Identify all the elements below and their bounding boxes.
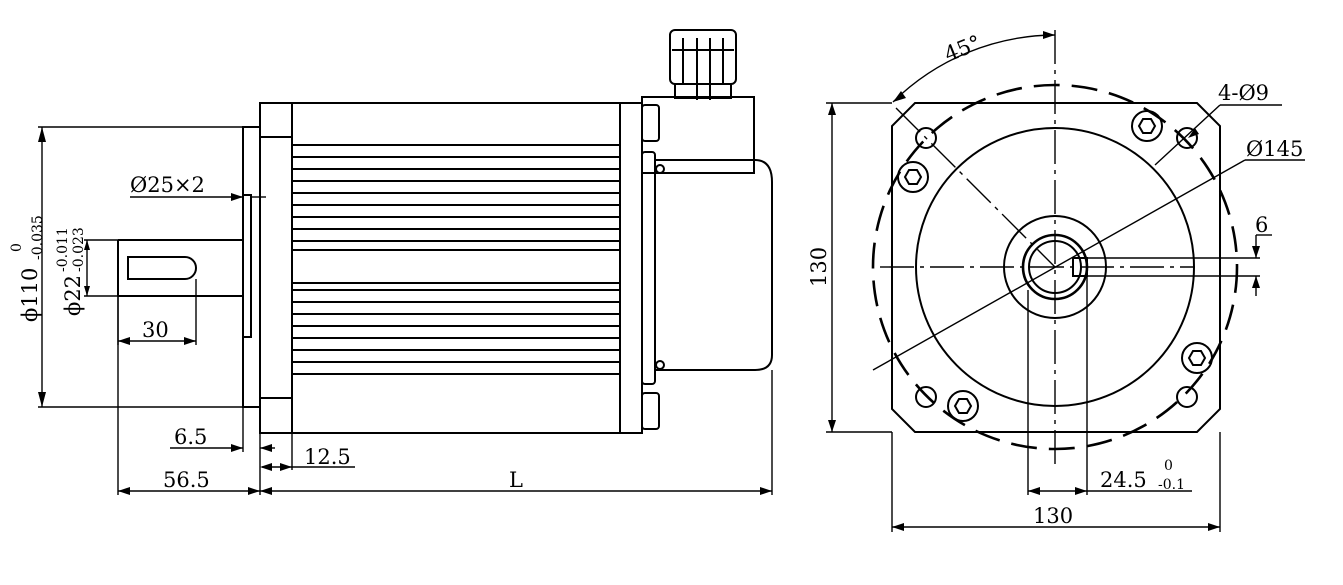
angle-label: 45° — [941, 30, 985, 66]
cooling-fins-upper — [292, 144, 620, 242]
pcd-leader — [872, 159, 1246, 371]
shoulder-dim-text: Ø25×2 — [130, 173, 205, 197]
height-dim-text: 130 — [807, 247, 831, 287]
mounting-hole-tl — [915, 127, 937, 149]
shaft-length-text: 56.5 — [163, 468, 210, 492]
height-label: 130 — [807, 247, 831, 287]
hex-bolt-1 — [897, 161, 929, 193]
key-depth-text: 24.5 — [1100, 468, 1147, 492]
hex-bolt-4 — [947, 390, 979, 422]
square-flange — [891, 102, 1221, 433]
angle-text: 45° — [941, 30, 985, 66]
motor-body — [291, 102, 621, 434]
rear-flange — [619, 102, 665, 434]
hex-bolt-2 — [1131, 110, 1163, 142]
mounting-hole-br — [1176, 386, 1198, 408]
shaft-dia-text: ϕ22 — [61, 275, 85, 316]
front-view: 45° 4-Ø9 Ø145 6 130 24.5 0 -0.1 130 — [807, 30, 1305, 532]
mounting-hole-tr — [1176, 127, 1198, 149]
side-view: ϕ110 0 -0.035 ϕ22 -0.011 -0.023 Ø25×2 30… — [9, 29, 773, 495]
encoder-cover — [655, 159, 773, 371]
flange-tol-upper: 0 — [9, 243, 25, 252]
shaft — [117, 239, 243, 297]
key-tol-lower: -0.1 — [1158, 477, 1185, 493]
key-width-text: 6 — [1255, 213, 1268, 237]
shaft-tol-lower: -0.023 — [71, 227, 87, 272]
shaft-dia-label: ϕ22 -0.011 -0.023 — [55, 227, 87, 316]
key-length-text: 30 — [142, 318, 169, 342]
front-flange — [259, 102, 293, 434]
flange-dia-label: ϕ110 0 -0.035 — [9, 215, 46, 322]
side-dimensions — [38, 126, 773, 495]
flange-thickness-text: 12.5 — [304, 445, 351, 469]
width-dim-text: 130 — [1033, 504, 1073, 528]
diagonal-centerline — [895, 107, 1056, 268]
shaft-tol-upper: -0.011 — [55, 227, 71, 272]
key-tol-upper: 0 — [1164, 458, 1173, 474]
hex-bolt-3 — [1181, 342, 1213, 374]
cooling-fins-lower — [292, 289, 620, 375]
flange-tol-lower: -0.035 — [30, 215, 46, 260]
connector-box — [641, 29, 755, 174]
holes-dim-text: 4-Ø9 — [1218, 81, 1269, 105]
spigot-dim-text: 6.5 — [174, 425, 207, 449]
mounting-hole-bl — [915, 386, 937, 408]
pcd-dim-text: Ø145 — [1246, 137, 1303, 161]
keyway — [127, 256, 197, 280]
body-length-text: L — [509, 468, 523, 492]
front-dimensions — [826, 31, 1305, 532]
flange-dia-text: ϕ110 — [18, 268, 42, 322]
shoulder — [242, 194, 252, 338]
